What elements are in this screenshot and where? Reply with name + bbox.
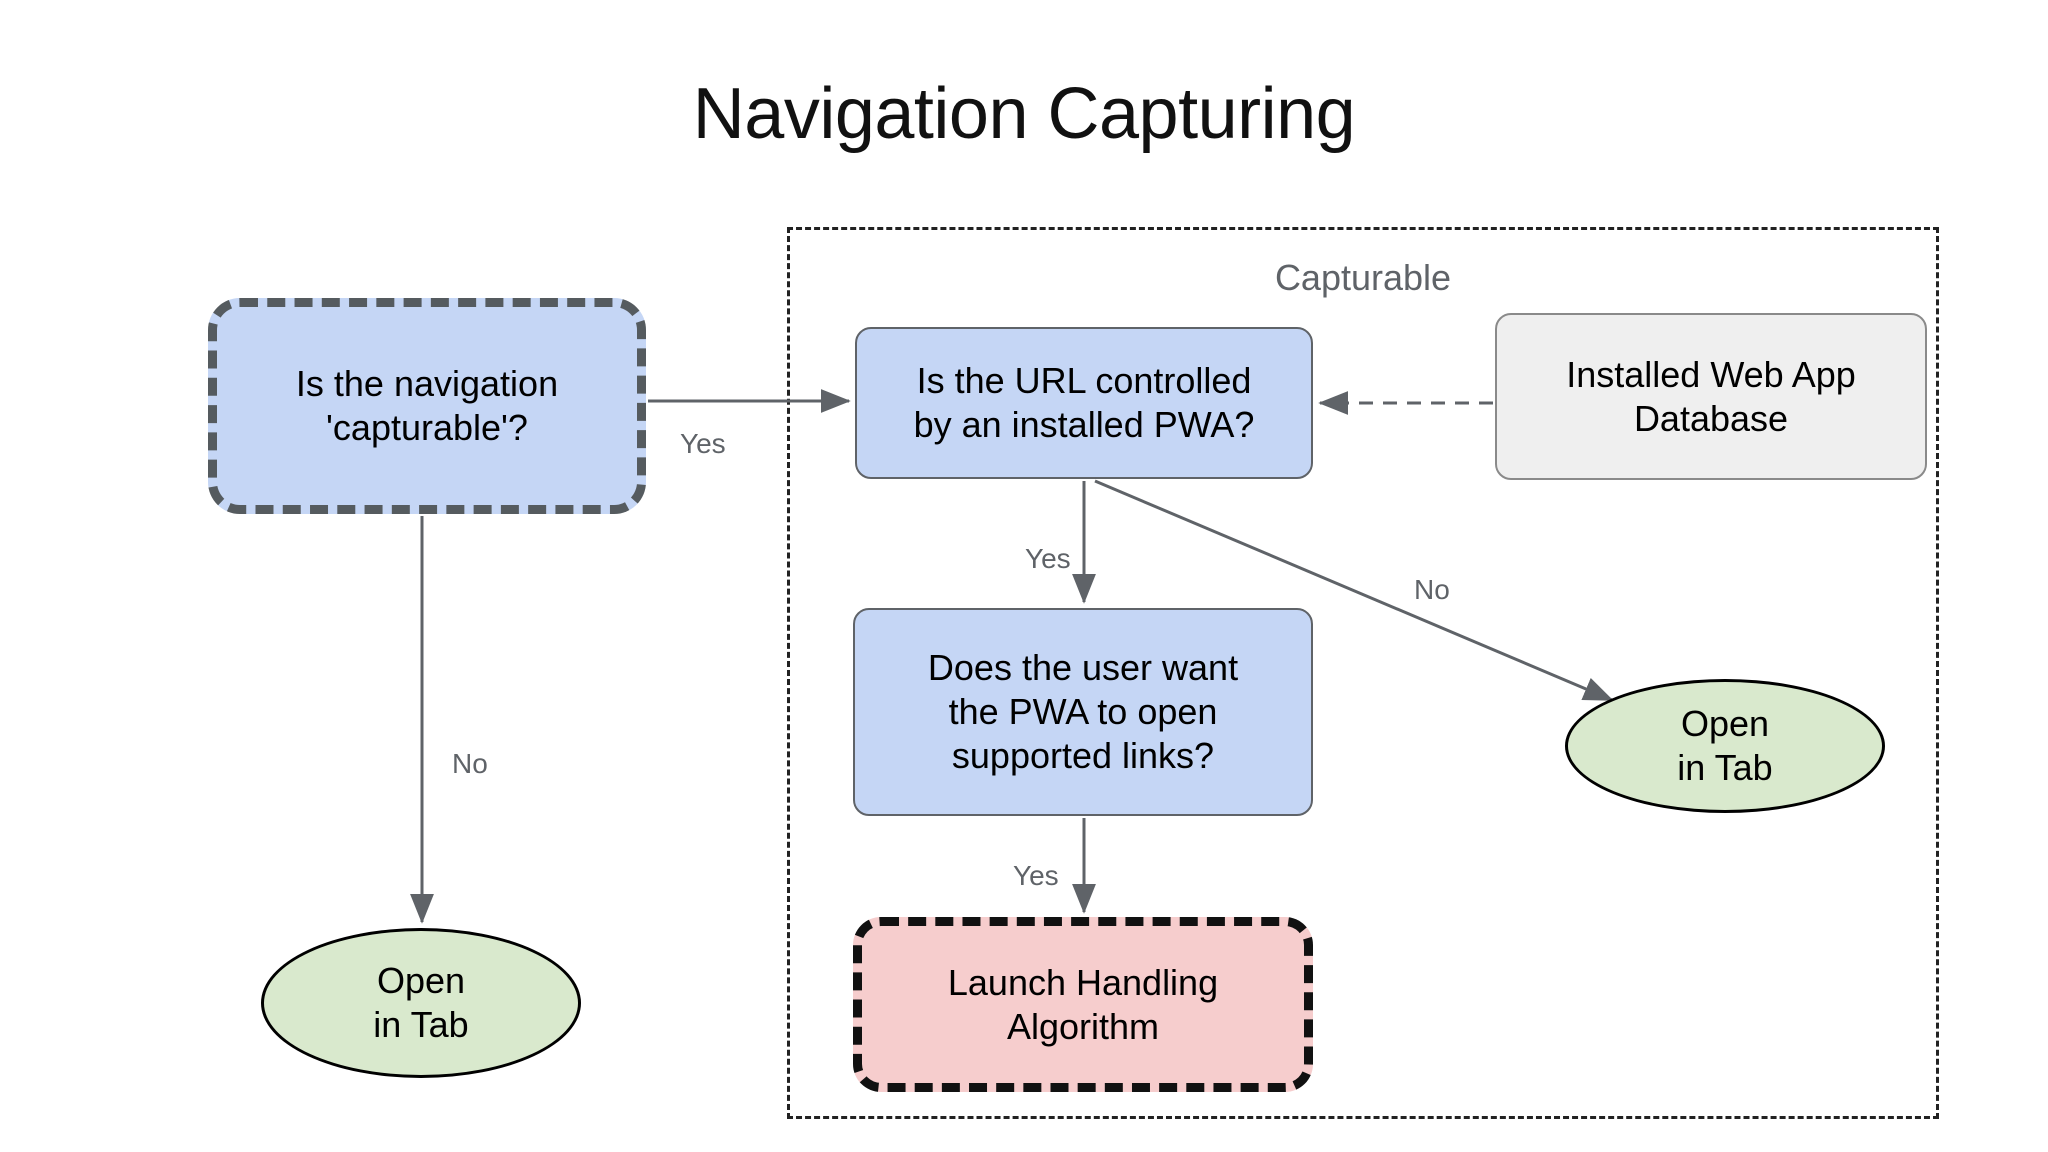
edge-label-user-yes: Yes bbox=[1013, 860, 1059, 891]
node-is-navigation-capturable[interactable]: Is the navigation'capturable'? bbox=[208, 298, 646, 514]
edge-label-url-no: No bbox=[1414, 574, 1450, 605]
edge-label-url-yes: Yes bbox=[1025, 543, 1071, 574]
edge-label-capturable-no: No bbox=[452, 748, 488, 779]
capturable-group-container bbox=[787, 227, 1939, 1119]
capturable-group-label: Capturable bbox=[1274, 257, 1452, 298]
page-title: Navigation Capturing bbox=[692, 74, 1356, 154]
node-label: Is the navigation'capturable'? bbox=[295, 363, 559, 448]
edge-label-capturable-yes: Yes bbox=[680, 428, 726, 459]
